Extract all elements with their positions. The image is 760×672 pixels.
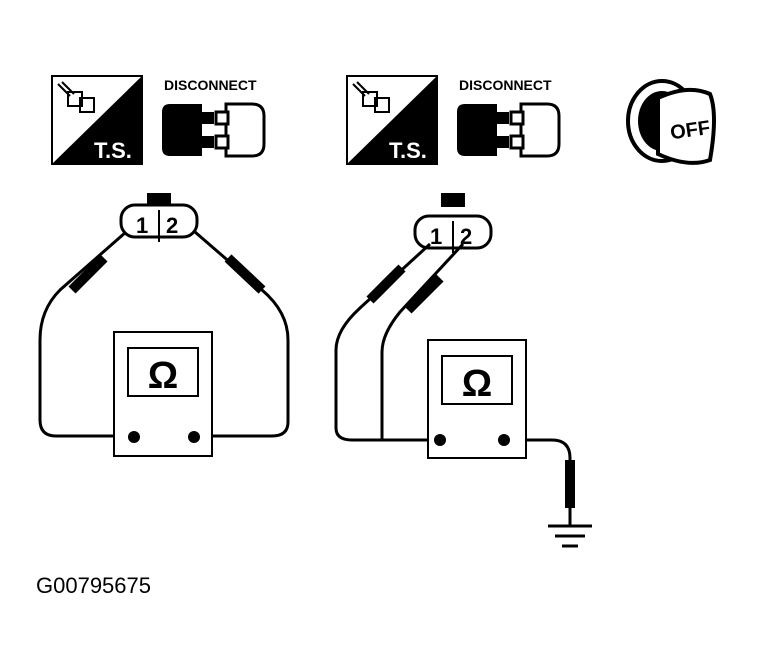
right-connector: 1 2 (413, 193, 493, 253)
probe-jack (128, 431, 140, 443)
right-ohmmeter: Ω (427, 339, 527, 459)
disconnect-label: DISCONNECT (459, 77, 552, 93)
troubleshoot-icon: T.S. (51, 75, 143, 165)
ohm-symbol: Ω (148, 355, 178, 397)
ts-label: T.S. (94, 138, 132, 163)
ohm-symbol: Ω (462, 363, 492, 405)
disconnect-icon: DISCONNECT (457, 77, 561, 158)
probe-jack (188, 431, 200, 443)
figure-code: G00795675 (36, 573, 151, 598)
disconnect-icon: DISCONNECT (162, 77, 266, 158)
right-test-leads (334, 242, 575, 520)
left-connector: 1 2 (119, 193, 199, 242)
disconnect-label: DISCONNECT (164, 77, 257, 93)
troubleshoot-icon: T.S. (346, 75, 438, 165)
pin-1-label: 1 (136, 213, 148, 238)
probe-jack (434, 434, 446, 446)
left-test-leads (38, 230, 290, 438)
ignition-off-icon: OFF (626, 79, 716, 165)
ground-icon (548, 518, 592, 548)
ts-label: T.S. (389, 138, 427, 163)
probe-jack (498, 434, 510, 446)
left-ohmmeter: Ω (113, 331, 213, 457)
pin-1-label: 1 (430, 224, 442, 249)
pin-2-label: 2 (460, 224, 472, 249)
pin-2-label: 2 (166, 213, 178, 238)
